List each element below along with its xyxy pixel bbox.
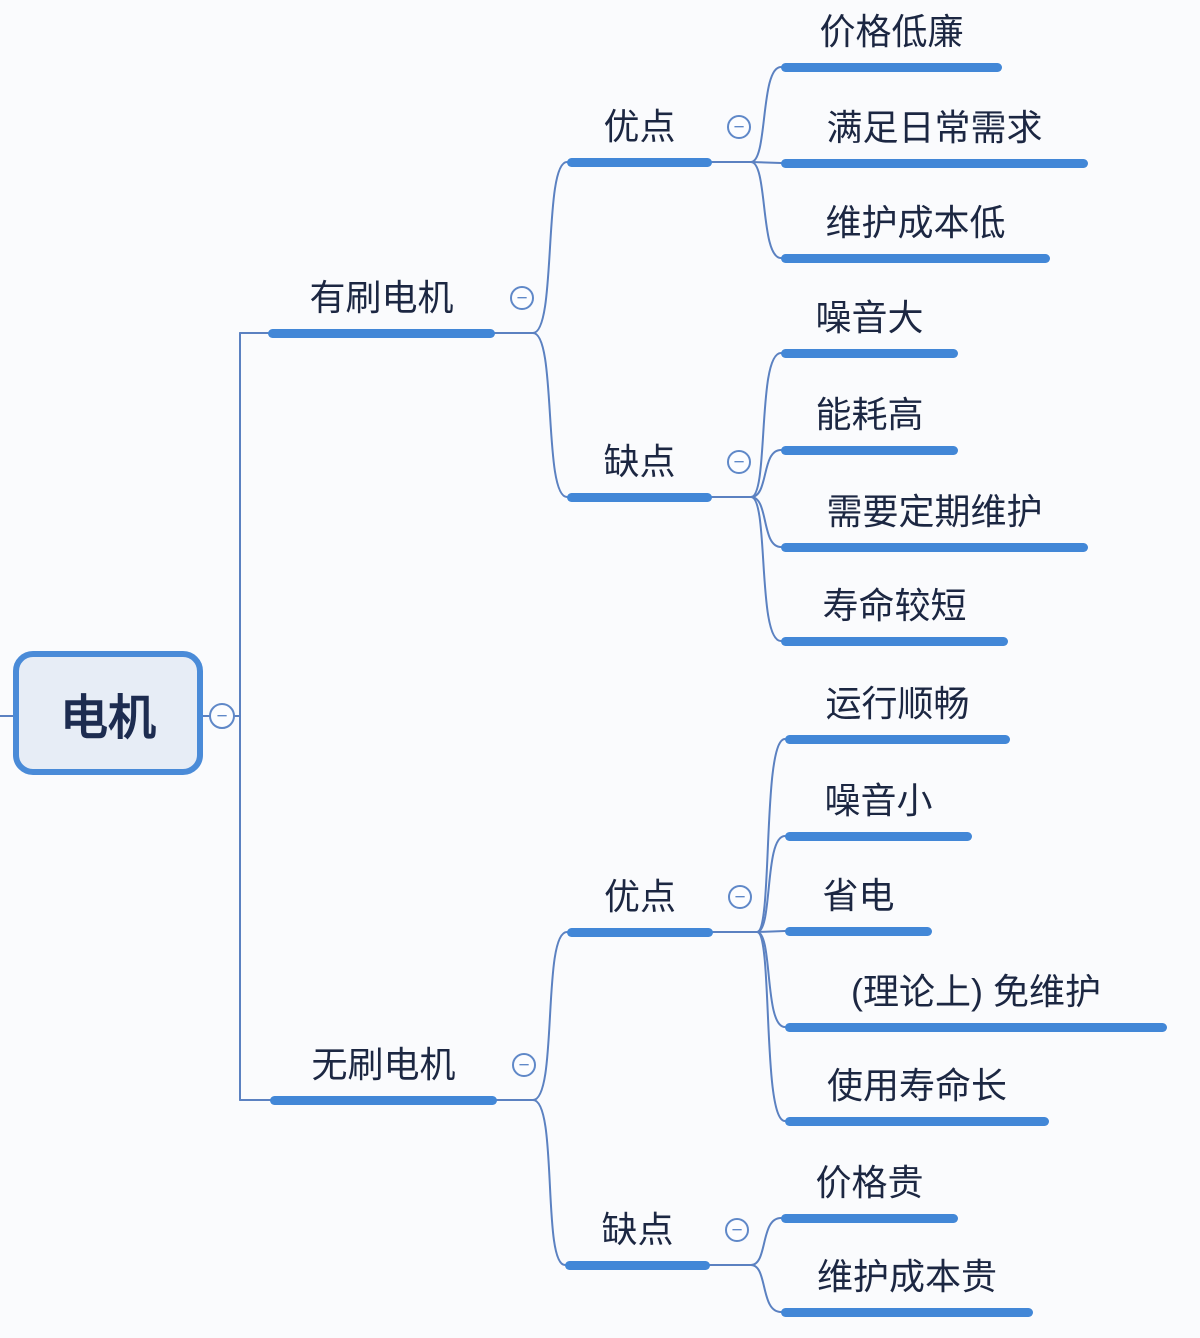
node-brushless-pros[interactable]: 优点 − xyxy=(567,874,752,937)
node-label: 使用寿命长 xyxy=(826,1065,1007,1106)
minus-icon: − xyxy=(733,451,745,473)
minus-icon: − xyxy=(734,886,746,908)
connector-path xyxy=(756,931,786,1122)
connector-path xyxy=(750,66,782,163)
node-underline-bar xyxy=(781,543,1088,552)
node-label: 满足日常需求 xyxy=(826,107,1043,148)
node-underline-bar xyxy=(785,927,932,936)
node-label: 运行顺畅 xyxy=(825,683,970,724)
connector-path xyxy=(532,1099,566,1266)
node-underline-bar xyxy=(565,1261,710,1270)
leaf-node[interactable]: 省电 xyxy=(785,873,932,936)
connector-path xyxy=(532,161,568,334)
collapse-button-brushed-cons[interactable]: − xyxy=(727,450,751,474)
connector-path xyxy=(750,352,782,498)
node-brushed-cons[interactable]: 缺点 − xyxy=(567,439,751,502)
node-label: 能耗高 xyxy=(815,394,924,435)
collapse-button-brushed-pros[interactable]: − xyxy=(727,115,751,139)
node-underline-bar xyxy=(785,832,972,841)
node-underline-bar xyxy=(567,493,712,502)
node-underline-bar xyxy=(781,1214,958,1223)
minus-icon: − xyxy=(733,116,745,138)
collapse-button-brushless-pros[interactable]: − xyxy=(728,885,752,909)
node-underline-bar xyxy=(785,1023,1167,1032)
node-underline-bar xyxy=(270,1096,497,1105)
connector-path xyxy=(756,835,786,933)
node-underline-bar xyxy=(567,928,713,937)
node-underline-bar xyxy=(567,158,712,167)
connector-path xyxy=(532,931,568,1101)
collapse-button-root[interactable]: − xyxy=(209,703,235,729)
node-brushless-motor[interactable]: 无刷电机 − xyxy=(270,1042,536,1105)
node-label: 需要定期维护 xyxy=(826,491,1043,532)
node-label: 有刷电机 xyxy=(309,277,454,318)
node-underline-bar xyxy=(781,349,958,358)
node-underline-bar xyxy=(781,159,1088,168)
node-label: 价格贵 xyxy=(815,1162,924,1203)
node-underline-bar xyxy=(781,63,1002,72)
node-label: 噪音大 xyxy=(815,297,924,338)
leaf-node[interactable]: 价格贵 xyxy=(781,1160,958,1223)
node-underline-bar xyxy=(781,446,958,455)
minus-icon: − xyxy=(731,1219,743,1241)
connector-path xyxy=(756,931,786,1028)
leaf-node[interactable]: 维护成本贵 xyxy=(781,1254,1033,1317)
connector-path xyxy=(750,1217,782,1266)
collapse-button-brushless-motor[interactable]: − xyxy=(512,1053,536,1077)
connector-path xyxy=(750,449,782,498)
collapse-button-brushed-motor[interactable]: − xyxy=(510,286,534,310)
node-brushed-pros[interactable]: 优点 − xyxy=(567,104,751,167)
node-underline-bar xyxy=(781,1308,1033,1317)
node-underline-bar xyxy=(268,329,495,338)
connector-path xyxy=(750,161,782,259)
node-label: 缺点 xyxy=(603,441,676,482)
leaf-node[interactable]: 使用寿命长 xyxy=(785,1063,1049,1126)
leaf-node[interactable]: 运行顺畅 xyxy=(785,681,1010,744)
node-label: 无刷电机 xyxy=(311,1044,456,1085)
node-label: 缺点 xyxy=(601,1209,674,1250)
leaf-node[interactable]: 噪音大 xyxy=(781,295,958,358)
minus-icon: − xyxy=(518,1054,530,1076)
connector-path xyxy=(750,1264,782,1313)
collapse-button-brushless-cons[interactable]: − xyxy=(725,1218,749,1242)
node-underline-bar xyxy=(781,637,1008,646)
leaf-node[interactable]: 价格低廉 xyxy=(781,9,1002,72)
node-label: 省电 xyxy=(822,875,895,916)
node-label: 优点 xyxy=(603,106,676,147)
node-label: 优点 xyxy=(603,876,676,917)
leaf-node[interactable]: 寿命较短 xyxy=(781,583,1008,646)
leaf-node[interactable]: 噪音小 xyxy=(785,778,972,841)
node-underline-bar xyxy=(785,1117,1049,1126)
node-underline-bar xyxy=(781,254,1050,263)
leaf-node[interactable]: 满足日常需求 xyxy=(781,105,1088,168)
leaf-node[interactable]: (理论上) 免维护 xyxy=(785,969,1167,1032)
node-brushed-motor[interactable]: 有刷电机 − xyxy=(268,275,534,338)
node-label: 维护成本低 xyxy=(825,202,1006,243)
root-node[interactable]: 电机 xyxy=(13,651,203,775)
root-label: 电机 xyxy=(59,692,156,745)
connector-path xyxy=(750,496,782,548)
node-label: 价格低廉 xyxy=(819,11,964,52)
connector-path xyxy=(750,496,782,642)
minus-icon: − xyxy=(516,287,528,309)
node-label: 维护成本贵 xyxy=(816,1256,997,1297)
minus-icon: − xyxy=(216,705,228,727)
node-label: 寿命较短 xyxy=(822,585,967,626)
node-underline-bar xyxy=(785,735,1010,744)
node-brushless-cons[interactable]: 缺点 − xyxy=(565,1207,749,1270)
node-label: 噪音小 xyxy=(824,780,933,821)
connector-path xyxy=(756,738,786,933)
leaf-node[interactable]: 能耗高 xyxy=(781,392,958,455)
leaf-node[interactable]: 维护成本低 xyxy=(781,200,1050,263)
connector-path xyxy=(756,930,786,933)
connector-path xyxy=(532,332,568,498)
leaf-node[interactable]: 需要定期维护 xyxy=(781,489,1088,552)
connector-path xyxy=(750,161,782,164)
node-label: (理论上) 免维护 xyxy=(851,971,1101,1012)
